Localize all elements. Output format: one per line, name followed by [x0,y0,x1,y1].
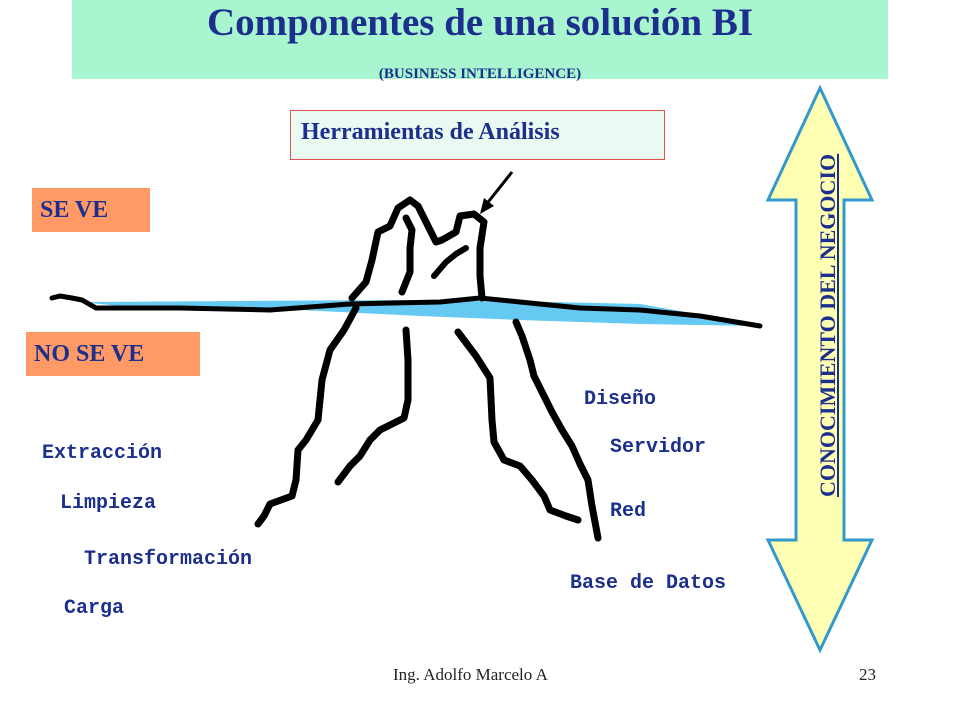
iceberg-base-right [512,318,602,542]
double-arrow [765,84,875,654]
analysis-tools-label: Herramientas de Análisis [301,119,560,145]
right-item-network: Red [610,500,647,523]
analysis-tools-box: Herramientas de Análisis [290,110,665,160]
iceberg-base-left [254,304,360,528]
business-knowledge-label: CONOCIMIENTO DEL NEGOCIO [815,153,840,497]
pointer-arrow-head [480,198,494,214]
page-number: 23 [859,665,876,684]
left-item-load: Carga [64,597,125,620]
iceberg-base-inner [454,328,582,524]
right-item-server: Servidor [610,436,707,459]
pointer-arrow-line [483,171,514,207]
water-line [49,293,763,329]
title-banner: Componentes de una solución BI (BUSINESS… [72,0,888,82]
hidden-tag: NO SE VE [26,332,200,376]
left-item-extraction: Extracción [42,442,163,465]
slide-title: Componentes de una solución BI [206,1,754,44]
iceberg-base-mid [334,326,412,486]
left-item-transformation: Transformación [84,548,253,571]
right-item-design: Diseño [584,388,657,411]
iceberg-peak-left [348,196,446,302]
iceberg-crack [431,245,469,279]
iceberg-peak-right [438,210,488,302]
iceberg-peak-inner [398,214,416,296]
footer-author: Ing. Adolfo Marcelo A [393,665,548,684]
visible-tag: SE VE [32,188,150,232]
right-item-database: Base de Datos [570,572,727,595]
slide-subtitle: (BUSINESS INTELLIGENCE) [378,66,582,82]
left-item-cleaning: Limpieza [60,492,157,515]
